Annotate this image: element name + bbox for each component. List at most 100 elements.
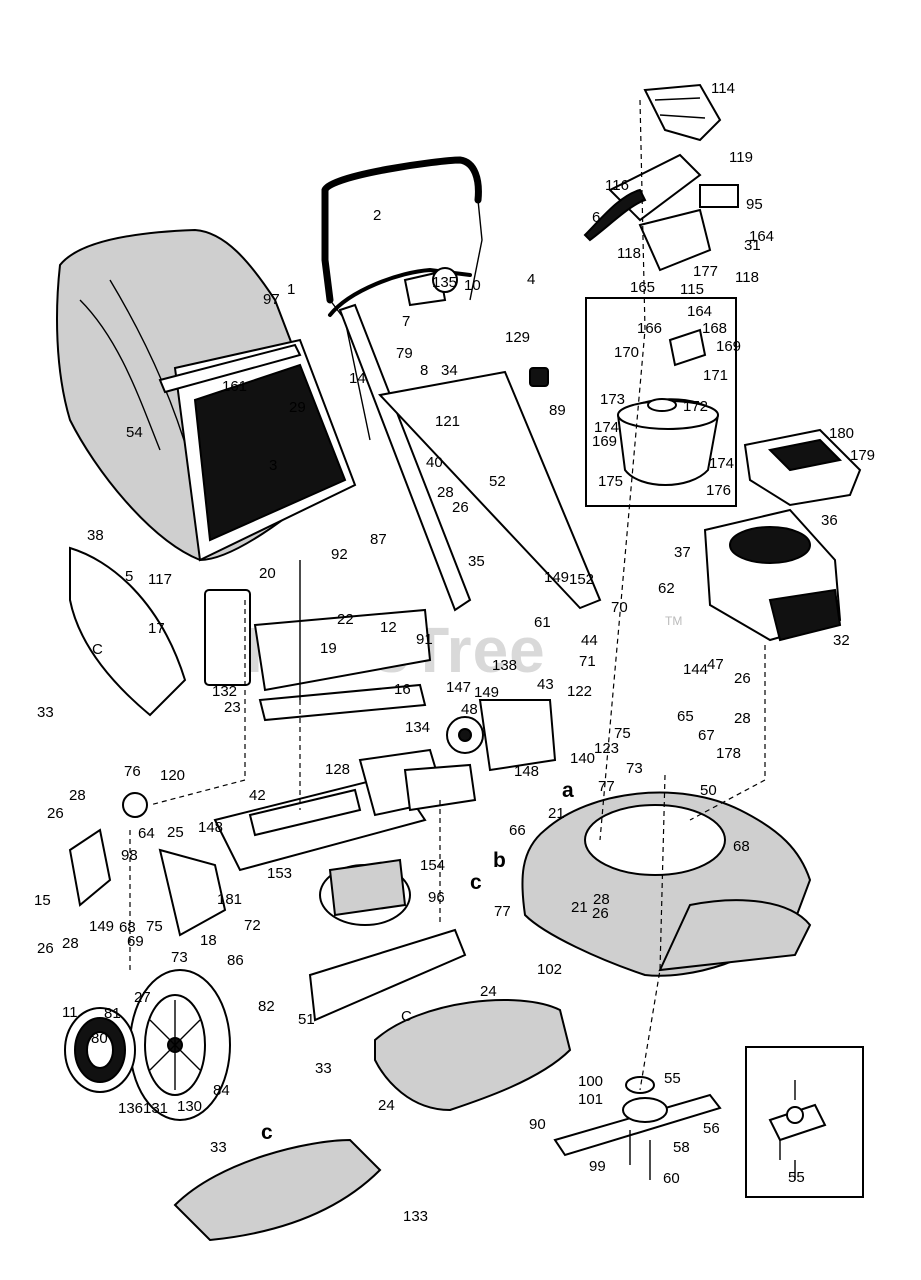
callout-149a: 149 [544, 569, 569, 586]
callout-131: 131 [143, 1100, 168, 1117]
callout-21b: 21 [571, 899, 588, 916]
callout-55-inset: 55 [788, 1169, 805, 1186]
callout-129: 129 [505, 329, 530, 346]
callout-36: 36 [821, 512, 838, 529]
callout-80: 80 [91, 1030, 108, 1047]
letter-c-deck: c [470, 871, 482, 894]
rear-wheel [129, 969, 231, 1121]
drive-housing [358, 748, 477, 817]
throttle-control [583, 83, 739, 272]
callout-169: 169 [716, 338, 741, 355]
callout-77b: 77 [494, 903, 511, 920]
callout-73a: 73 [626, 760, 643, 777]
callout-147: 147 [446, 679, 471, 696]
callout-33a: 33 [37, 704, 54, 721]
callout-121: 121 [435, 413, 460, 430]
callout-33b: 33 [315, 1060, 332, 1077]
mulch-plug [173, 1138, 382, 1242]
mower-deck [521, 791, 812, 977]
callout-135: 135 [432, 274, 457, 291]
callout-68b: 68 [119, 919, 136, 936]
assembly-lines [129, 99, 766, 1091]
callout-148a: 148 [514, 763, 539, 780]
callout-24b: 24 [378, 1097, 395, 1114]
callout-116: 116 [605, 177, 629, 194]
callout-25: 25 [167, 824, 184, 841]
cable-guide [529, 367, 549, 387]
callout-90: 90 [529, 1116, 546, 1133]
callout-17: 17 [148, 620, 165, 637]
callout-181: 181 [217, 891, 242, 908]
callout-75b: 75 [146, 918, 163, 935]
callout-101: 101 [578, 1091, 603, 1108]
callout-138: 138 [492, 657, 517, 674]
callout-102: 102 [537, 961, 562, 978]
callout-27: 27 [134, 989, 151, 1006]
callout-44: 44 [581, 632, 598, 649]
callout-87: 87 [370, 531, 387, 548]
callout-52: 52 [489, 473, 506, 490]
callout-64: 64 [138, 825, 155, 842]
bag-hood [69, 546, 187, 717]
callout-152: 152 [569, 571, 594, 588]
callout-28e: 28 [593, 891, 610, 908]
callout-58: 58 [673, 1139, 690, 1156]
control-bar [403, 267, 458, 307]
callout-120: 120 [160, 767, 185, 784]
callout-28a: 28 [437, 484, 454, 501]
callout-8: 8 [420, 362, 428, 379]
callout-55: 55 [664, 1070, 681, 1087]
callout-6: 6 [592, 209, 600, 226]
callout-144: 144 [683, 661, 708, 678]
callout-98: 98 [121, 847, 138, 864]
inset-box-adapter [745, 1046, 864, 1198]
fuel-tank-detail [616, 328, 720, 486]
callout-34: 34 [441, 362, 458, 379]
callout-26c: 26 [47, 805, 64, 822]
callout-24a: 24 [480, 983, 497, 1000]
callout-28d: 28 [62, 935, 79, 952]
callout-79: 79 [396, 345, 413, 362]
callout-5: 5 [125, 568, 133, 585]
callout-123: 123 [594, 740, 619, 757]
callout-73b: 73 [171, 949, 188, 966]
callout-50: 50 [700, 782, 717, 799]
callout-31: 31 [744, 237, 761, 254]
callout-16: 16 [394, 681, 411, 698]
callout-132: 132 [212, 683, 237, 700]
callout-29: 29 [289, 399, 306, 416]
callout-168: 168 [702, 320, 727, 337]
callout-51: 51 [298, 1011, 315, 1028]
callout-20: 20 [259, 565, 276, 582]
bag-frame [158, 338, 357, 562]
callout-22: 22 [337, 611, 354, 628]
callout-3: 3 [269, 457, 277, 474]
side-discharge-chute [374, 999, 572, 1112]
height-adjuster-left [68, 792, 227, 937]
callout-84: 84 [213, 1082, 230, 1099]
callout-38: 38 [87, 527, 104, 544]
letter-b: b [493, 849, 506, 872]
callout-173: 173 [600, 391, 625, 408]
callout-4: 4 [527, 271, 535, 288]
callout-23: 23 [224, 699, 241, 716]
callout-68a: 68 [733, 838, 750, 855]
callout-33c: 33 [210, 1139, 227, 1156]
callout-40: 40 [426, 454, 443, 471]
callout-69: 69 [127, 933, 144, 950]
callout-86: 86 [227, 952, 244, 969]
callout-77a: 77 [598, 778, 615, 795]
callout-99: 99 [589, 1158, 606, 1175]
callout-153: 153 [267, 865, 292, 882]
callout-26b: 26 [734, 670, 751, 687]
callout-35: 35 [468, 553, 485, 570]
callout-28b: 28 [734, 710, 751, 727]
callout-100: 100 [578, 1073, 603, 1090]
callout-11: 11 [62, 1004, 78, 1021]
callout-67: 67 [698, 727, 715, 744]
bag-support-rod [204, 589, 251, 686]
callout-176: 176 [706, 482, 731, 499]
letter-a: a [562, 779, 574, 802]
callout-130: 130 [177, 1098, 202, 1115]
callout-178: 178 [716, 745, 741, 762]
